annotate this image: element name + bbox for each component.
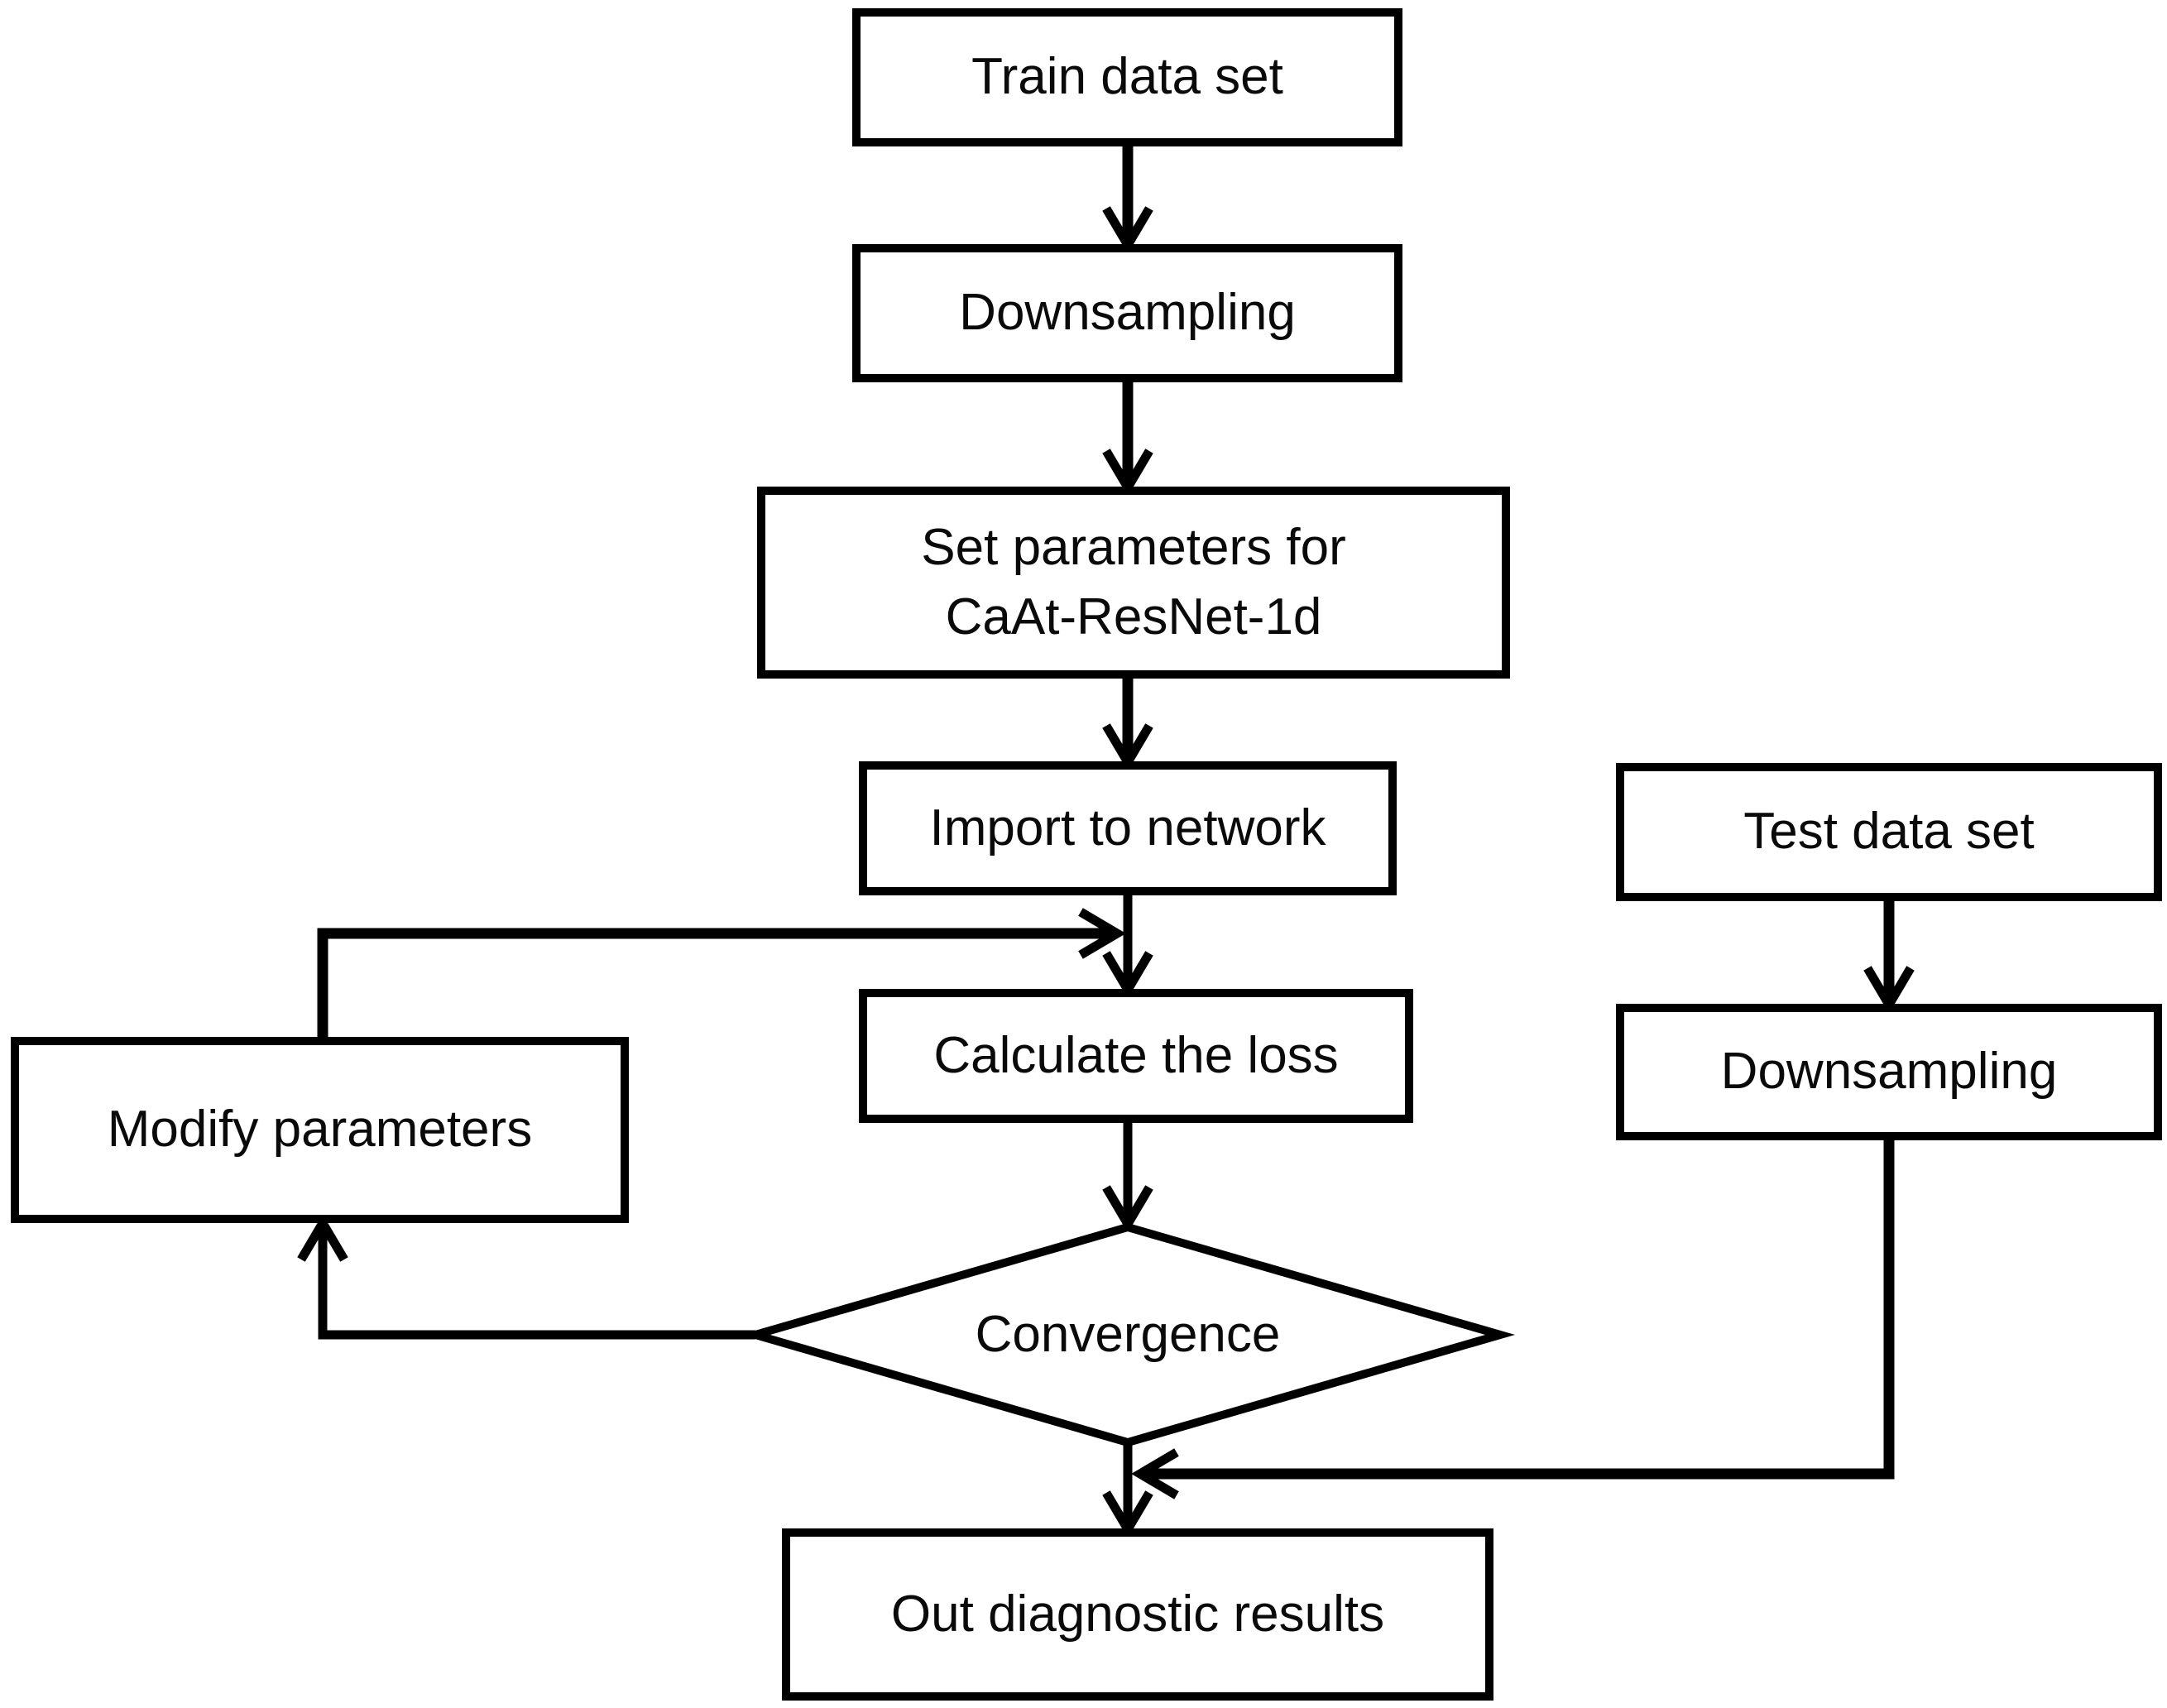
downsampling-test-label: Downsampling xyxy=(1720,1043,2058,1101)
output-results-label: Out diagnostic results xyxy=(890,1585,1385,1643)
modify-parameters-box xyxy=(11,1037,629,1223)
set-parameters-label-line2: CaAt-ResNet-1d xyxy=(945,588,1322,645)
edge-modify-loop-to-mainline xyxy=(317,933,1114,1041)
set-parameters-label-line1: Set parameters for xyxy=(921,518,1346,576)
import-network-label: Import to network xyxy=(929,799,1326,856)
test-data-box xyxy=(1616,763,2162,901)
calculate-loss-box xyxy=(859,989,1413,1123)
train-data-box xyxy=(852,8,1402,146)
train-data-label: Train data set xyxy=(971,48,1283,106)
import-network-box xyxy=(859,761,1397,895)
set-parameters-box xyxy=(757,487,1510,679)
modify-parameters-label: Modify parameters xyxy=(107,1101,533,1159)
set-parameters-label: Set parameters for CaAt-ResNet-1d xyxy=(761,491,1506,674)
convergence-diamond xyxy=(740,1222,1516,1447)
downsampling-train-label: Downsampling xyxy=(959,284,1296,342)
downsampling-test-box xyxy=(1616,1004,2162,1140)
calculate-loss-label: Calculate the loss xyxy=(933,1026,1339,1084)
test-data-label: Test data set xyxy=(1743,803,2035,861)
downsampling-train-box xyxy=(852,244,1402,382)
output-results-box xyxy=(782,1528,1493,1701)
edge-testbranch-to-mainline xyxy=(1143,1136,1895,1474)
convergence-label: Convergence xyxy=(975,1305,1281,1363)
edge-convergence-to-modify xyxy=(323,1226,755,1340)
